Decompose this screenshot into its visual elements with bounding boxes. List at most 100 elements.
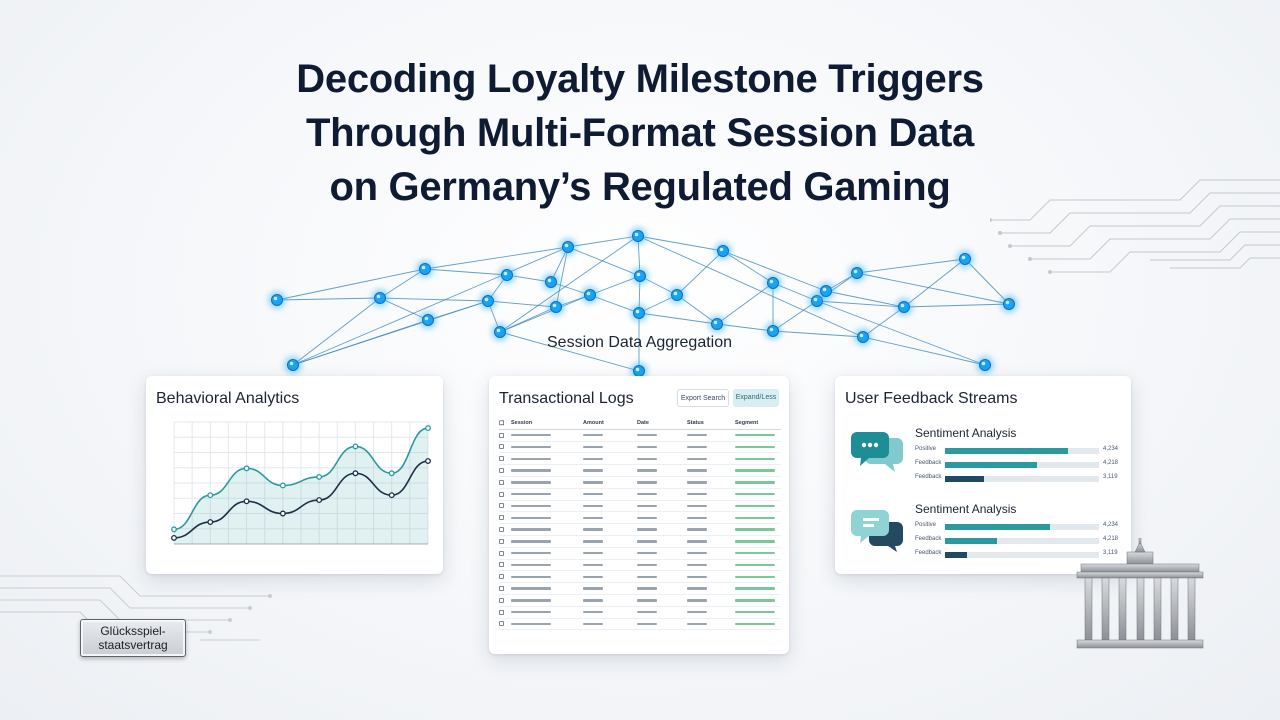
- network-label: Session Data Aggregation: [547, 334, 733, 351]
- network-edge: [276, 268, 426, 301]
- export-search-button[interactable]: Export Search: [677, 389, 729, 407]
- table-cell: [735, 492, 781, 496]
- network-edge: [816, 300, 905, 308]
- table-cell: [583, 587, 637, 590]
- table-cell: [511, 492, 583, 496]
- network-node: [956, 250, 974, 268]
- table-row[interactable]: [499, 465, 781, 477]
- data-point[interactable]: [352, 443, 359, 450]
- table-cell: [735, 610, 781, 614]
- column-header-segment[interactable]: Segment: [735, 420, 759, 427]
- network-node: [547, 298, 565, 316]
- title-line-3: on Germany’s Regulated Gaming: [329, 165, 951, 209]
- table-row[interactable]: [499, 489, 781, 501]
- row-checkbox-icon[interactable]: [499, 586, 511, 592]
- row-checkbox-icon[interactable]: [499, 432, 511, 438]
- table-row[interactable]: [499, 583, 781, 595]
- select-all-checkbox-icon[interactable]: ☐: [499, 420, 505, 427]
- sentiment-bar-track: [945, 538, 1099, 544]
- table-cell: [637, 599, 687, 602]
- row-checkbox-icon[interactable]: [499, 597, 511, 603]
- data-point[interactable]: [279, 510, 286, 517]
- sentiment-bar-fill: [945, 552, 967, 558]
- data-point[interactable]: [243, 498, 250, 505]
- data-point[interactable]: [316, 473, 323, 480]
- data-point[interactable]: [207, 519, 214, 525]
- network-edge: [637, 235, 724, 252]
- table-row[interactable]: [499, 477, 781, 489]
- table-cell: [735, 551, 781, 555]
- network-node: [764, 274, 782, 292]
- table-cell: [637, 469, 687, 472]
- column-header-status[interactable]: Status: [687, 420, 704, 427]
- table-cell: [583, 528, 637, 531]
- row-checkbox-icon[interactable]: [499, 527, 511, 533]
- row-checkbox-icon[interactable]: [499, 562, 511, 568]
- table-cell: [687, 457, 735, 461]
- table-row[interactable]: [499, 512, 781, 525]
- row-checkbox-icon[interactable]: [499, 444, 511, 450]
- table-row[interactable]: [499, 607, 781, 619]
- table-cell: [687, 528, 735, 531]
- table-cell: [637, 504, 687, 508]
- row-checkbox-icon[interactable]: [499, 609, 511, 615]
- table-row[interactable]: [499, 619, 781, 631]
- table-cell: [637, 457, 687, 461]
- data-point[interactable]: [171, 534, 177, 541]
- sentiment-bar-track: [945, 524, 1099, 530]
- table-cell: [637, 481, 687, 484]
- table-cell: [687, 516, 735, 520]
- row-checkbox-icon[interactable]: [499, 574, 511, 580]
- data-point[interactable]: [388, 492, 395, 499]
- data-point[interactable]: [279, 482, 286, 489]
- row-checkbox-icon[interactable]: [499, 503, 511, 509]
- table-cell: [735, 445, 781, 449]
- sentiment-bar-label: Positive: [915, 446, 937, 452]
- table-cell: [583, 469, 637, 472]
- data-point[interactable]: [243, 465, 250, 472]
- data-point[interactable]: [316, 497, 323, 504]
- row-checkbox-icon[interactable]: [499, 515, 511, 521]
- table-cell: [687, 563, 735, 567]
- row-checkbox-icon[interactable]: [499, 468, 511, 474]
- row-checkbox-icon[interactable]: [499, 550, 511, 556]
- data-point[interactable]: [352, 470, 359, 477]
- table-header-row: ☐ Session Amount Date Status Segment: [499, 418, 781, 430]
- table-cell: [637, 540, 687, 543]
- table-cell: [583, 504, 637, 508]
- expand-button[interactable]: Expand/Less: [733, 389, 779, 407]
- row-checkbox-icon[interactable]: [499, 491, 511, 497]
- data-point[interactable]: [425, 425, 431, 432]
- data-point[interactable]: [425, 458, 431, 464]
- table-row[interactable]: [499, 595, 781, 607]
- table-row[interactable]: [499, 536, 781, 548]
- sentiment-title-2: Sentiment Analysis: [915, 502, 1017, 516]
- row-checkbox-icon[interactable]: [499, 538, 511, 544]
- table-row[interactable]: [499, 524, 781, 536]
- table-row[interactable]: [499, 442, 781, 454]
- row-checkbox-icon[interactable]: [499, 479, 511, 485]
- table-row[interactable]: [499, 571, 781, 584]
- network-node: [498, 266, 516, 284]
- table-cell: [637, 610, 687, 614]
- data-point[interactable]: [171, 526, 177, 533]
- table-row[interactable]: [499, 548, 781, 560]
- network-node: [708, 315, 726, 333]
- column-header-date[interactable]: Date: [637, 420, 649, 427]
- sentiment-bar-fill: [945, 524, 1050, 530]
- table-row[interactable]: [499, 430, 781, 442]
- data-point[interactable]: [207, 492, 214, 499]
- table-row[interactable]: [499, 560, 781, 572]
- network-node: [630, 304, 648, 322]
- data-point[interactable]: [388, 470, 395, 477]
- network-edge: [772, 330, 864, 338]
- table-row[interactable]: [499, 453, 781, 466]
- network-node: [559, 238, 577, 256]
- row-checkbox-icon[interactable]: [499, 456, 511, 462]
- table-row[interactable]: [499, 501, 781, 513]
- column-header-amount[interactable]: Amount: [583, 420, 604, 427]
- row-checkbox-icon[interactable]: [499, 621, 511, 627]
- column-header-session[interactable]: Session: [511, 420, 533, 427]
